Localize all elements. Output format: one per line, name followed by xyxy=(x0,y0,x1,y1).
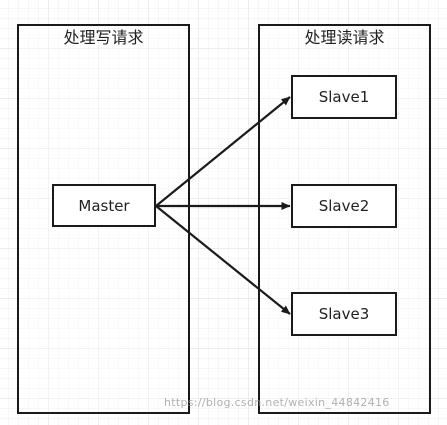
slave2-node: Slave2 xyxy=(291,184,397,228)
slave1-node: Slave1 xyxy=(291,75,397,119)
watermark-text: https://blog.csdn.net/weixin_44842416 xyxy=(164,396,390,409)
slave3-node: Slave3 xyxy=(291,292,397,336)
write-panel-title: 处理写请求 xyxy=(63,28,144,47)
read-panel-title: 处理读请求 xyxy=(304,28,385,47)
master-node: Master xyxy=(52,184,156,227)
